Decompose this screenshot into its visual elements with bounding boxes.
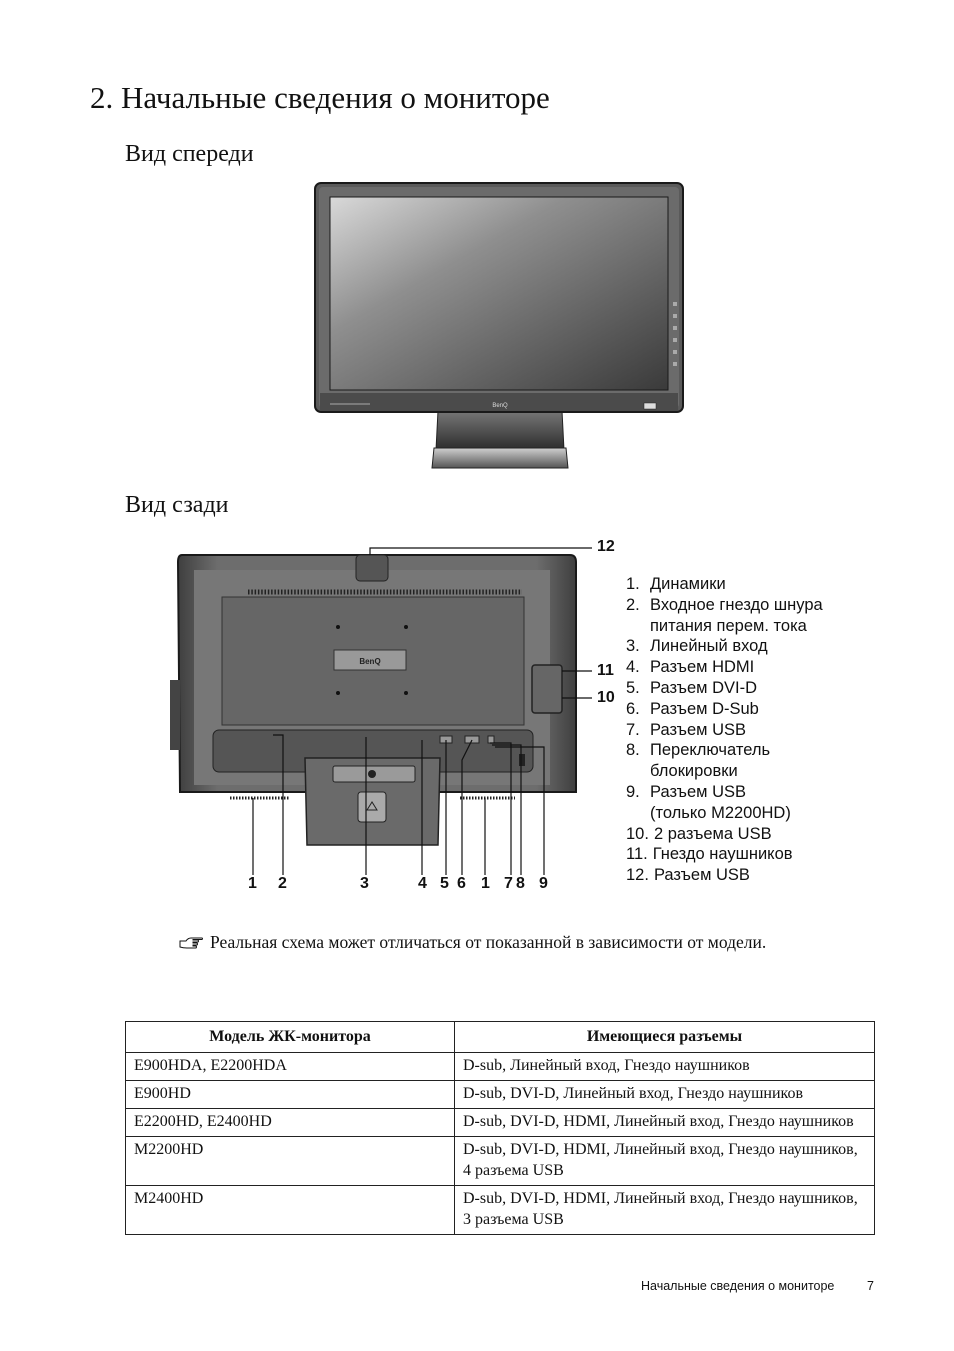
rear-legend: 1.Динамики 2.Входное гнездо шнура питани… [626,574,823,886]
callout-11: 11 [597,662,614,679]
callout-5: 5 [440,875,449,892]
legend-item: (только M2200HD) [650,803,791,822]
callout-4: 4 [418,875,427,892]
monitor-rear-illustration: BenQ [170,547,592,875]
callout-3: 3 [360,875,369,892]
table-row: M2400HD D-sub, DVI-D, HDMI, Линейный вхо… [125,1185,875,1235]
cell-model: E2200HD, E2400HD [125,1108,455,1137]
legend-item: 12.Разъем USB [626,866,750,885]
legend-item: 2.Входное гнездо шнура [626,595,823,614]
cell-connectors: D-sub, DVI-D, HDMI, Линейный вход, Гнезд… [454,1108,875,1137]
footer-title: Начальные сведения о мониторе [641,1279,835,1293]
legend-item: 1.Динамики [626,575,726,593]
model-note: Реальная схема может отличаться от показ… [178,932,766,953]
front-view-title: Вид спереди [125,141,254,167]
callout-6: 6 [457,875,466,892]
table-row: M2200HD D-sub, DVI-D, HDMI, Линейный вхо… [125,1136,875,1186]
monitor-front-illustration: BenQ [314,182,684,469]
connectors-table: Модель ЖК-монитора Имеющиеся разъемы E90… [125,1021,875,1235]
cell-model: E900HD [125,1080,455,1109]
pointing-hand-icon [179,937,203,948]
header-model: Модель ЖК-монитора [125,1021,455,1053]
note-text: Реальная схема может отличаться от показ… [210,932,767,952]
table-header-row: Модель ЖК-монитора Имеющиеся разъемы [125,1021,875,1053]
legend-item: 10.2 разъема USB [626,824,772,843]
cell-model: M2200HD [125,1136,455,1186]
cell-model: E900HDA, E2200HDA [125,1052,455,1081]
legend-item: 7.Разъем USB [626,720,746,739]
callout-8: 8 [516,875,525,892]
legend-item: 3.Линейный вход [626,637,768,656]
callout-2: 2 [278,875,287,892]
callout-10: 10 [597,689,615,706]
rear-brand-logo: BenQ [359,657,380,666]
page-number: 7 [867,1279,874,1293]
legend-item: 11.Гнездо наушников [626,845,793,864]
cell-connectors: D-sub, DVI-D, HDMI, Линейный вход, Гнезд… [454,1136,875,1186]
callout-1: 1 [248,875,257,892]
table-row: E900HDA, E2200HDA D-sub, Линейный вход, … [125,1052,875,1081]
callout-1-right: 1 [481,875,490,892]
legend-item: 8.Переключатель [626,741,771,760]
legend-item: блокировки [650,762,738,781]
section-title: 2. Начальные сведения о мониторе [90,80,550,115]
table-row: E900HD D-sub, DVI-D, Линейный вход, Гнез… [125,1080,875,1109]
callout-12: 12 [597,538,615,555]
legend-item: 5.Разъем DVI-D [626,678,757,697]
callout-9: 9 [539,875,548,892]
cell-model: M2400HD [125,1185,455,1235]
legend-item: 9.Разъем USB [626,782,746,801]
legend-item: 6.Разъем D-Sub [626,699,759,718]
legend-item: 4.Разъем HDMI [626,658,755,677]
callout-7: 7 [504,875,513,892]
front-brand-logo: BenQ [492,403,508,409]
rear-view-title: Вид сзади [125,492,229,518]
cell-connectors: D-sub, DVI-D, HDMI, Линейный вход, Гнезд… [454,1185,875,1235]
cell-connectors: D-sub, DVI-D, Линейный вход, Гнездо науш… [454,1080,875,1109]
table-row: E2200HD, E2400HD D-sub, DVI-D, HDMI, Лин… [125,1108,875,1137]
legend-item: питания перем. тока [650,616,807,635]
cell-connectors: D-sub, Линейный вход, Гнездо наушников [454,1052,875,1081]
header-connectors: Имеющиеся разъемы [454,1021,875,1053]
